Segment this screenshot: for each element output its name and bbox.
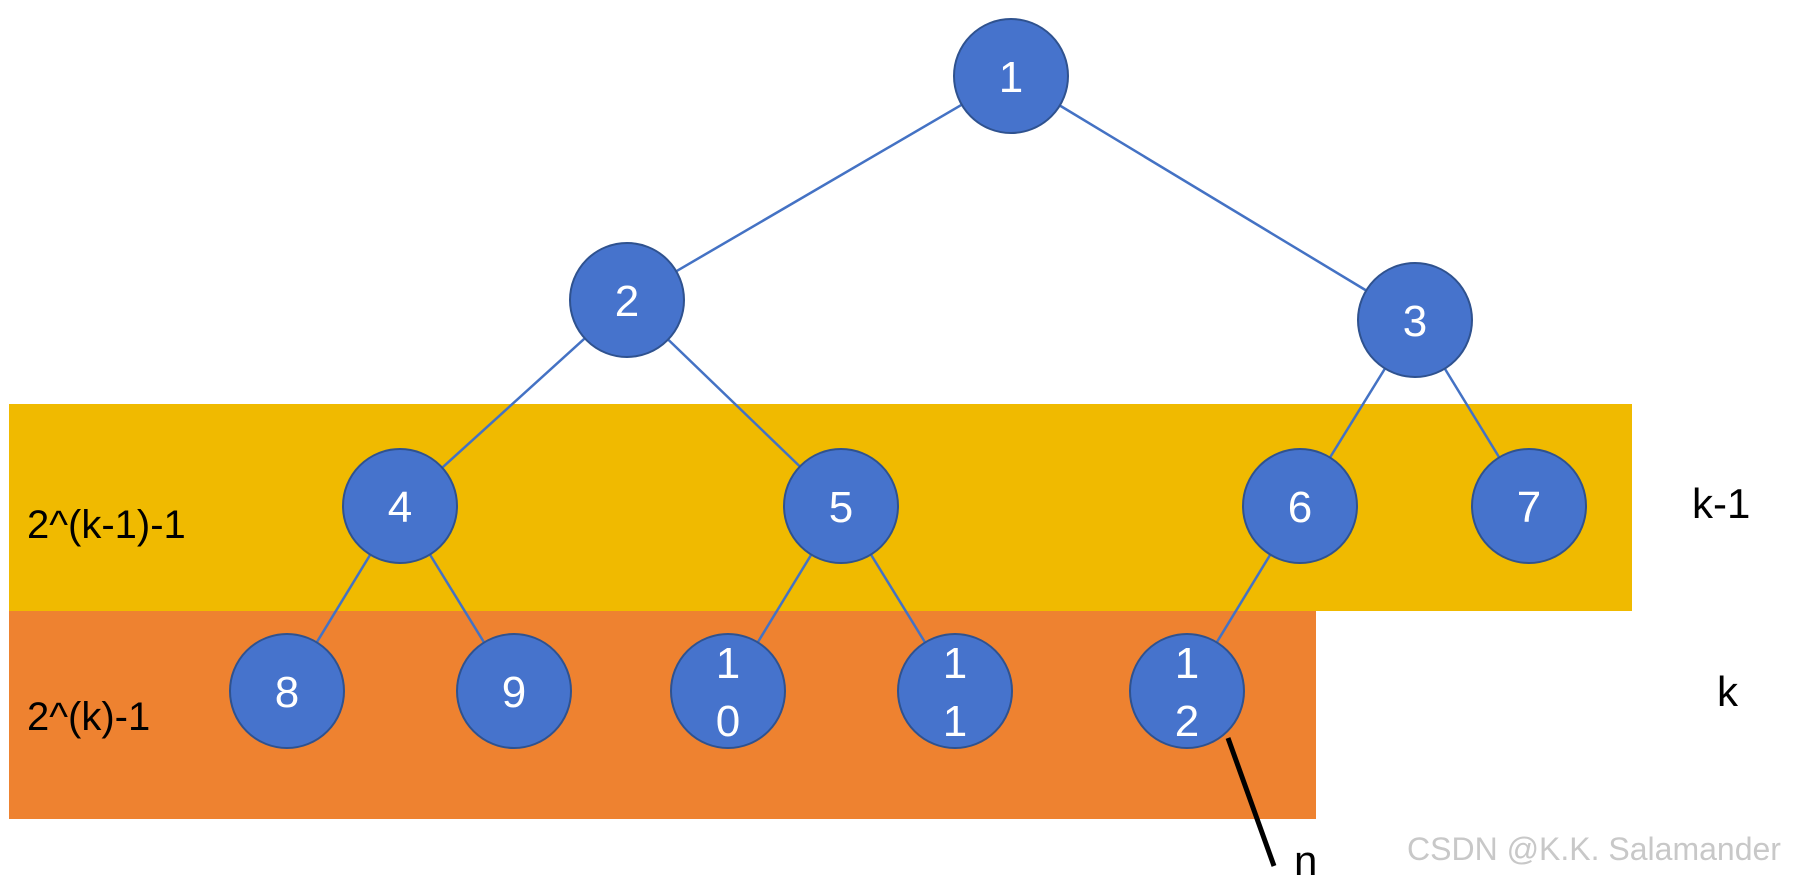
tree-node-11: 11: [897, 633, 1013, 749]
tree-edge-4-8: [315, 553, 372, 644]
tree-node-label-7: 7: [1517, 483, 1541, 532]
tree-edge-1-3: [1059, 104, 1367, 292]
tree-node-5: 5: [783, 448, 899, 564]
tree-node-label-8: 8: [275, 668, 299, 717]
tree-node-circle-5: [783, 448, 899, 564]
tree-node-3: 3: [1357, 262, 1473, 378]
tree-edge-2-5: [667, 338, 801, 468]
level-label-lower: k: [1717, 668, 1739, 715]
tree-node-circle-10: [670, 633, 786, 749]
tree-edges: [315, 103, 1501, 644]
tree-node-label-6: 6: [1288, 483, 1312, 532]
tree-node-label-11-line-2: 1: [943, 697, 967, 746]
tree-node-label-12-line-1: 1: [1175, 639, 1199, 688]
lower-band-label: 2^(k)-1: [27, 695, 150, 739]
tree-node-label-12-line-2: 2: [1175, 697, 1199, 746]
tree-node-circle-11: [897, 633, 1013, 749]
tree-node-8: 8: [229, 633, 345, 749]
tree-edge-2-4: [441, 337, 586, 469]
tree-node-circle-6: [1242, 448, 1358, 564]
tree-edge-3-7: [1443, 367, 1501, 459]
pointer-label-n: n: [1294, 837, 1317, 880]
tree-node-circle-7: [1471, 448, 1587, 564]
upper-band-label: 2^(k-1)-1: [27, 503, 186, 547]
tree-node-9: 9: [456, 633, 572, 749]
tree-node-circle-9: [456, 633, 572, 749]
lower-level-band: [9, 611, 1316, 819]
pointer-line: [1225, 737, 1277, 867]
tree-node-6: 6: [1242, 448, 1358, 564]
tree-edge-4-9: [428, 553, 486, 644]
tree-node-label-2: 2: [615, 277, 639, 326]
tree-edge-5-10: [756, 553, 813, 644]
tree-node-4: 4: [342, 448, 458, 564]
tree-node-label-10-line-1: 1: [716, 639, 740, 688]
tree-node-label-11-line-1: 1: [943, 639, 967, 688]
tree-node-circle-2: [569, 242, 685, 358]
tree-node-12: 12: [1129, 633, 1245, 749]
level-label-upper: k-1: [1692, 480, 1750, 527]
tree-node-label-10-line-2: 0: [716, 697, 740, 746]
tree-node-10: 10: [670, 633, 786, 749]
tree-node-circle-4: [342, 448, 458, 564]
tree-node-circle-12: [1129, 633, 1245, 749]
tree-edge-5-11: [869, 553, 927, 644]
tree-edge-3-6: [1328, 367, 1387, 459]
tree-node-1: 1: [953, 18, 1069, 134]
tree-node-label-9: 9: [502, 668, 526, 717]
tree-node-circle-8: [229, 633, 345, 749]
watermark: CSDN @K.K. Salamander: [1407, 831, 1781, 867]
tree-node-label-4: 4: [388, 483, 412, 532]
tree-edge-1-2: [675, 103, 963, 273]
tree-node-2: 2: [569, 242, 685, 358]
tree-node-label-5: 5: [829, 483, 853, 532]
tree-edge-6-12: [1215, 553, 1272, 644]
tree-node-7: 7: [1471, 448, 1587, 564]
tree-node-label-1: 1: [999, 53, 1023, 102]
tree-node-label-3: 3: [1403, 297, 1427, 346]
tree-node-circle-3: [1357, 262, 1473, 378]
tree-node-circle-1: [953, 18, 1069, 134]
